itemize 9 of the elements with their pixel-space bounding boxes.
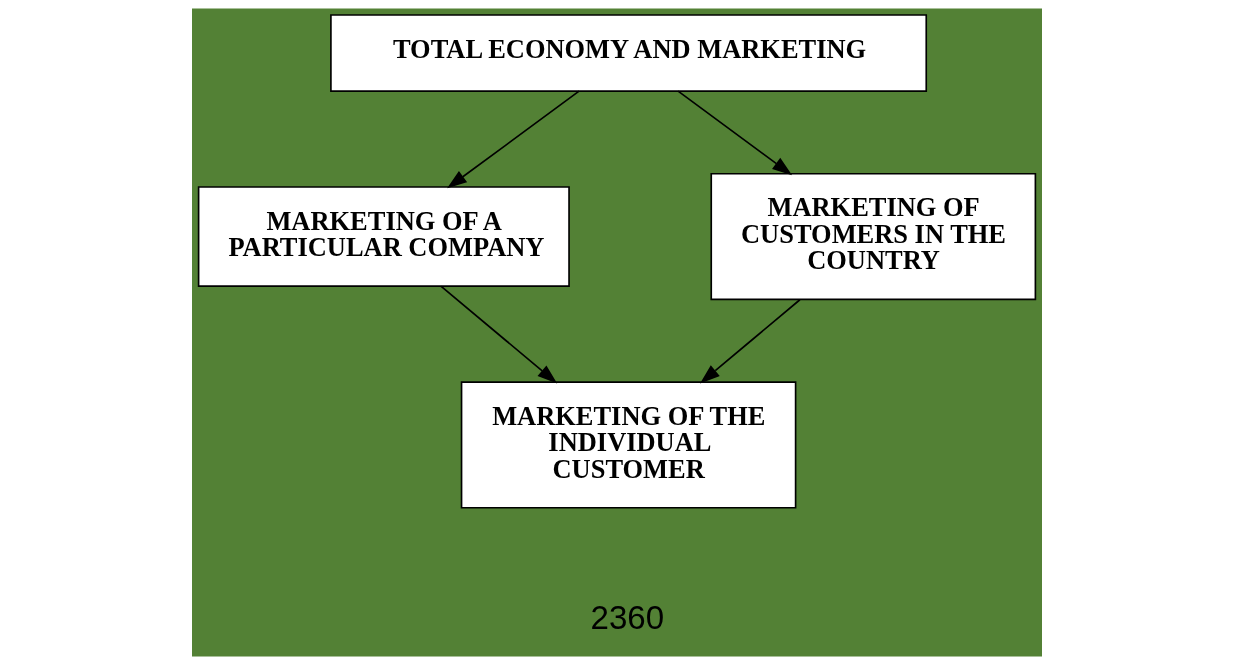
node-box: MARKETING OF THE INDIVIDUAL CUSTOMER <box>460 381 797 509</box>
node-box: MARKETING OF CUSTOMERS IN THE COUNTRY <box>710 172 1037 301</box>
node-box: MARKETING OF A PARTICULAR COMPANY <box>197 186 570 288</box>
arrow <box>447 90 580 189</box>
arrow <box>700 298 801 384</box>
label: 2360 <box>590 598 665 636</box>
node-box: TOTAL ECONOMY AND MARKETING <box>330 14 928 92</box>
arrow <box>677 90 793 176</box>
arrow <box>440 285 558 384</box>
